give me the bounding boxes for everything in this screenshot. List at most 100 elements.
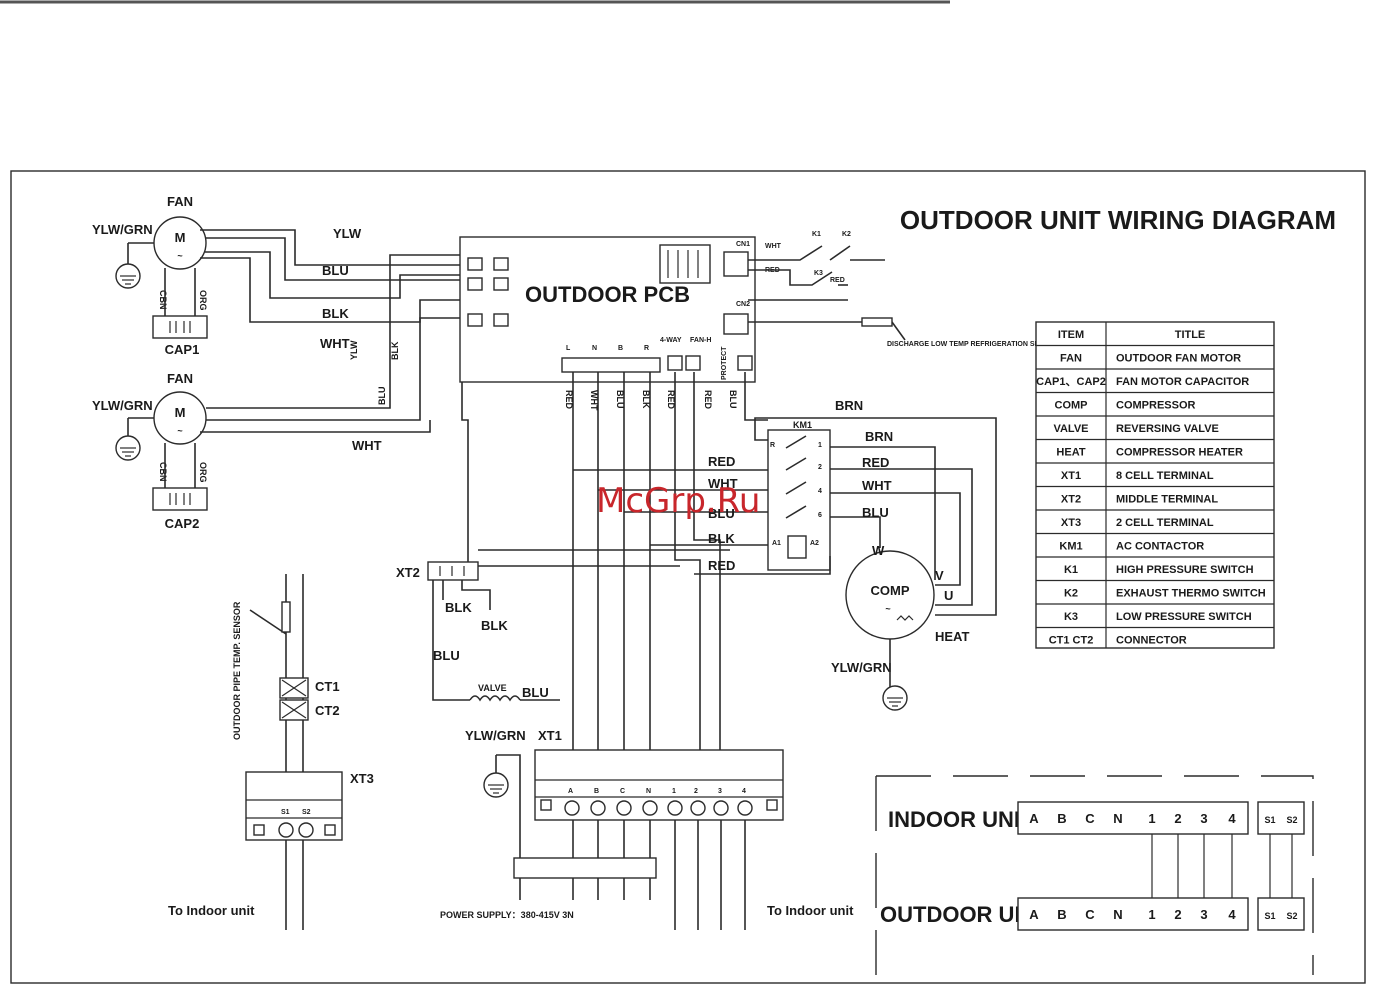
xt1-ground-label: YLW/GRN (465, 728, 526, 743)
outdoor-pin-s2: S2 (1286, 911, 1297, 921)
switch-k3: K3 (814, 270, 823, 277)
outdoor-pin-a: A (1029, 907, 1039, 922)
km1-out-wht: WHT (862, 478, 892, 493)
contactor-km1: KM1 BRN A1 A2 R 1 2 4 6 RED WHT BLU BLK … (573, 398, 997, 616)
pcb-wire-red: RED (564, 390, 574, 410)
wire-ylw-vertical: YLW (349, 340, 359, 360)
indoor-pin-c: C (1085, 811, 1095, 826)
diagram-title: OUTDOOR UNIT WIRING DIAGRAM (900, 205, 1336, 235)
fan-1-tap-cbn: CBN (158, 290, 168, 310)
pcb-cn2: CN2 (736, 301, 750, 308)
pcb-wire-blu: BLU (615, 390, 625, 409)
xt1-terminal: XT1 YLW/GRN A B C N 1 2 3 4 (465, 728, 784, 930)
valve-blu: BLU (522, 685, 549, 700)
pcb-wire-blk: BLK (641, 390, 651, 409)
xt1-label: XT1 (538, 728, 562, 743)
outdoor-terminal-strip (1017, 897, 1249, 931)
legend-item: CAP1、CAP2 (1036, 376, 1106, 388)
pcb-label: OUTDOOR PCB (525, 282, 690, 307)
km1-a2: A2 (810, 540, 819, 547)
discharge-sensor-label: DISCHARGE LOW TEMP REFRIGERATION SENSOR (887, 341, 1059, 348)
compressor-ac-symbol: ~ (885, 604, 890, 614)
pipe-sensor-xt3: OUTDOOR PIPE TEMP. SENSOR CT1 CT2 XT3 S1… (232, 574, 374, 930)
pcb-protect: PROTECT (721, 346, 728, 380)
legend-item: KM1 (1059, 541, 1082, 553)
pcb-fanh: FAN-H (690, 337, 711, 344)
km1-label: KM1 (793, 420, 812, 430)
fan-wiring: YLW BLU BLK WHT YLW BLK BLU WHT (200, 226, 468, 453)
pcb-pin-n: N (592, 345, 597, 352)
pcb-wire-blu-2: BLU (728, 390, 738, 409)
power-supply-label: POWER SUPPLY：380-415V 3N (440, 910, 574, 920)
legend-item: VALVE (1053, 423, 1088, 435)
xt2-blk-1: BLK (445, 600, 472, 615)
xt2-terminal (427, 561, 479, 581)
indoor-terminal-strip (1017, 801, 1249, 835)
xt2-label: XT2 (396, 565, 420, 580)
switch-wht: WHT (765, 243, 782, 250)
xt3-label: XT3 (350, 771, 374, 786)
xt1-pin-n: N (646, 788, 651, 795)
outdoor-pin-4: 4 (1228, 907, 1236, 922)
wire-wht: WHT (320, 336, 350, 351)
legend-item: CT1 CT2 (1049, 635, 1094, 647)
legend-item: FAN (1060, 353, 1082, 365)
compressor-u: U (944, 588, 953, 603)
fan-1-label: FAN (167, 194, 193, 209)
legend-title: OUTDOOR FAN MOTOR (1116, 353, 1241, 365)
valve-coil (469, 695, 521, 702)
indoor-unit-label: INDOOR UNIT (888, 807, 1034, 832)
fan-2-ac-symbol: ~ (177, 426, 182, 436)
pipe-sensor-label: OUTDOOR PIPE TEMP. SENSOR (232, 601, 242, 740)
legend-item: K3 (1064, 611, 1078, 623)
km1-in-blu: BLU (708, 506, 735, 521)
compressor-w: W (872, 543, 885, 558)
indoor-pin-4: 4 (1228, 811, 1236, 826)
km1-term-l0: R (770, 442, 775, 449)
legend-title: CONNECTOR (1116, 635, 1187, 647)
xt1-pin-1: 1 (672, 788, 676, 795)
legend-item: XT1 (1061, 470, 1081, 482)
wire-blu: BLU (322, 263, 349, 278)
outdoor-pin-3: 3 (1200, 907, 1207, 922)
legend-header-title: TITLE (1175, 329, 1206, 341)
cap-2-label: CAP2 (165, 516, 200, 531)
wire-wht-2: WHT (352, 438, 382, 453)
pcb-4way: 4-WAY (660, 337, 682, 344)
wire-blk: BLK (322, 306, 349, 321)
xt1-pin-c: C (620, 788, 625, 795)
xt2-valve: XT2 BLK BLK BLU VALVE BLU (396, 382, 730, 702)
wire-ylw: YLW (333, 226, 362, 241)
outdoor-pin-b: B (1057, 907, 1066, 922)
fan-2-ground-label: YLW/GRN (92, 398, 153, 413)
km1-term-r0: 1 (818, 442, 822, 449)
outdoor-pin-2: 2 (1174, 907, 1181, 922)
legend-title: MIDDLE TERMINAL (1116, 494, 1218, 506)
fan-2-label: FAN (167, 371, 193, 386)
switch-red-2: RED (830, 277, 845, 284)
legend-title: LOW PRESSURE SWITCH (1116, 611, 1252, 623)
km1-in-red: RED (708, 454, 735, 469)
watermark: McGrp.Ru (596, 481, 760, 521)
xt1-pin-2: 2 (694, 788, 698, 795)
compressor-v: V (935, 568, 944, 583)
xt3-pin-s1: S1 (281, 809, 290, 816)
connector-cn1 (723, 251, 749, 277)
pcb-wire-red-3: RED (703, 390, 713, 410)
km1-in-blk: BLK (708, 531, 735, 546)
outdoor-s-strip (1257, 897, 1305, 931)
legend-title: 8 CELL TERMINAL (1116, 470, 1214, 482)
xt1-pin-4: 4 (742, 788, 746, 795)
compressor-label: COMP (871, 583, 910, 598)
fan-1-ground-label: YLW/GRN (92, 222, 153, 237)
fan-1-tap-org: ORG (198, 290, 208, 311)
km1-in-wht: WHT (708, 476, 738, 491)
legend-item: HEAT (1056, 447, 1085, 459)
km1-in-red-2: RED (708, 558, 735, 573)
indoor-pin-1: 1 (1148, 811, 1155, 826)
km1-term-r1: 2 (818, 464, 822, 471)
